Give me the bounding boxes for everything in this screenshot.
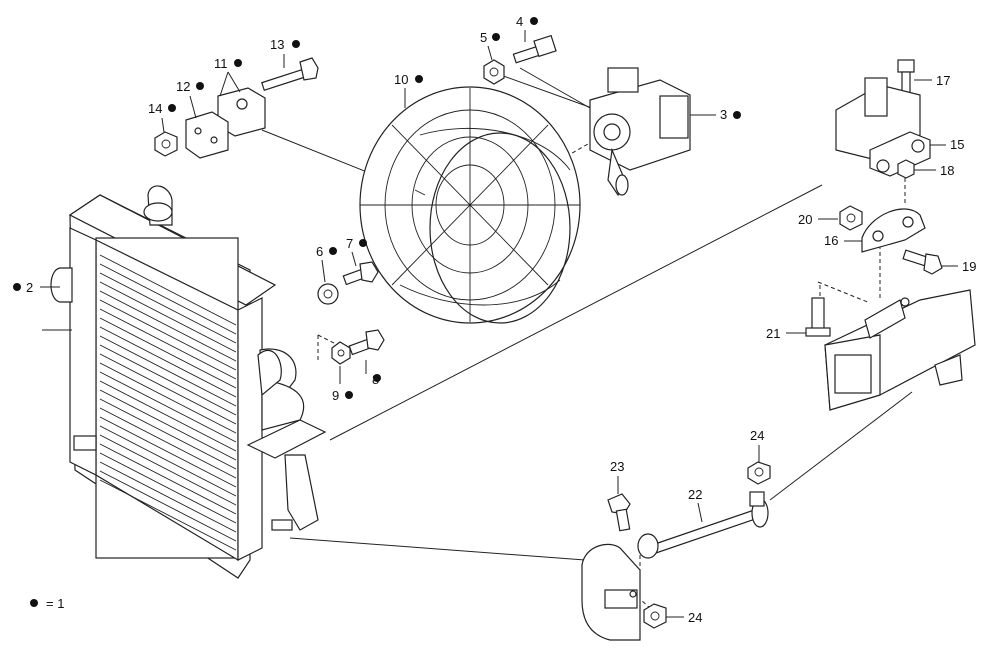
callout-21: 21 <box>766 326 780 341</box>
callout-19: 19 <box>962 259 976 274</box>
legend-dot-icon <box>30 599 38 607</box>
callout-15: 15 <box>950 137 964 152</box>
radiator-fin <box>99 317 237 389</box>
radiator-fin <box>99 380 237 452</box>
radiator-fin <box>99 452 237 524</box>
callout-22: 22 <box>688 487 702 502</box>
legend: = 1 <box>30 596 64 611</box>
radiator-fin <box>99 272 237 344</box>
part-24-nut-bottom <box>643 603 667 629</box>
radiator-fin <box>99 425 237 497</box>
callout-14: 14 <box>148 101 162 116</box>
radiator-fin <box>99 362 237 434</box>
callout-6: 6 <box>316 244 323 259</box>
radiator-fin <box>99 443 237 515</box>
fan-guard <box>359 86 581 324</box>
callout-16: 16 <box>824 233 838 248</box>
radiator-fin <box>99 281 237 353</box>
callout-24-top: 24 <box>750 428 764 443</box>
part-23-bolt <box>607 493 631 532</box>
part-18-nut <box>897 159 915 179</box>
callout-7: 7 <box>346 236 353 251</box>
radiator-fin <box>99 416 237 488</box>
part-12-plate <box>185 111 229 159</box>
radiator-fin <box>99 344 237 416</box>
part-6-washer <box>317 283 339 305</box>
callout-18: 18 <box>940 163 954 178</box>
callout-10: 10 <box>394 72 408 87</box>
support-beam <box>824 289 976 411</box>
callout-5: 5 <box>480 30 487 45</box>
compressor <box>589 67 691 197</box>
callout-13: 13 <box>270 37 284 52</box>
part-24-nut-top <box>747 461 771 485</box>
radiator-fin <box>99 290 237 362</box>
callout-3: 3 <box>720 107 727 122</box>
callout-11: 11 <box>214 56 228 71</box>
radiator-fin <box>99 326 237 398</box>
part-4-bolt <box>512 34 557 64</box>
callout-20: 20 <box>798 212 812 227</box>
part-5-nut <box>483 59 505 85</box>
assembly-lines <box>261 67 913 609</box>
callout-23: 23 <box>610 459 624 474</box>
legend-text: = 1 <box>46 596 64 611</box>
radiator-assembly <box>42 185 327 579</box>
radiator-fin <box>99 254 237 326</box>
part-20-nut <box>839 205 863 231</box>
radiator-fin <box>99 263 237 335</box>
callout-17: 17 <box>936 73 950 88</box>
radiator-fin <box>99 398 237 470</box>
part-8-bolt <box>348 329 385 356</box>
radiator-fin <box>99 335 237 407</box>
callout-9: 9 <box>332 388 339 403</box>
rod-assembly <box>637 491 769 559</box>
part-16-clamp <box>861 208 926 253</box>
callout-12: 12 <box>176 79 190 94</box>
part-7-bolt <box>342 261 379 286</box>
callouts: 2 3 4 5 6 7 8 9 10 11 12 13 <box>13 14 976 625</box>
part-9-nut <box>331 341 351 365</box>
radiator-fin <box>99 470 237 542</box>
radiator-fin <box>99 461 237 533</box>
part-13-bolt <box>261 57 319 92</box>
radiator-fin <box>99 389 237 461</box>
radiator-fin <box>99 479 237 551</box>
radiator-fin <box>99 353 237 425</box>
part-15-clamp <box>869 131 931 177</box>
part-17-bolt <box>897 59 915 95</box>
part-19-bolt <box>902 249 943 275</box>
radiator-fin <box>99 308 237 380</box>
radiator-fin <box>99 407 237 479</box>
callout-4: 4 <box>516 14 523 29</box>
hook-bracket <box>581 543 641 641</box>
callout-24-bottom: 24 <box>688 610 702 625</box>
part-14-nut <box>154 131 178 157</box>
part-21-stud <box>805 297 831 337</box>
callout-2: 2 <box>26 280 33 295</box>
radiator-fin <box>99 299 237 371</box>
callout-2-dot <box>13 283 21 291</box>
radiator-fin <box>99 434 237 506</box>
radiator-fin <box>99 371 237 443</box>
